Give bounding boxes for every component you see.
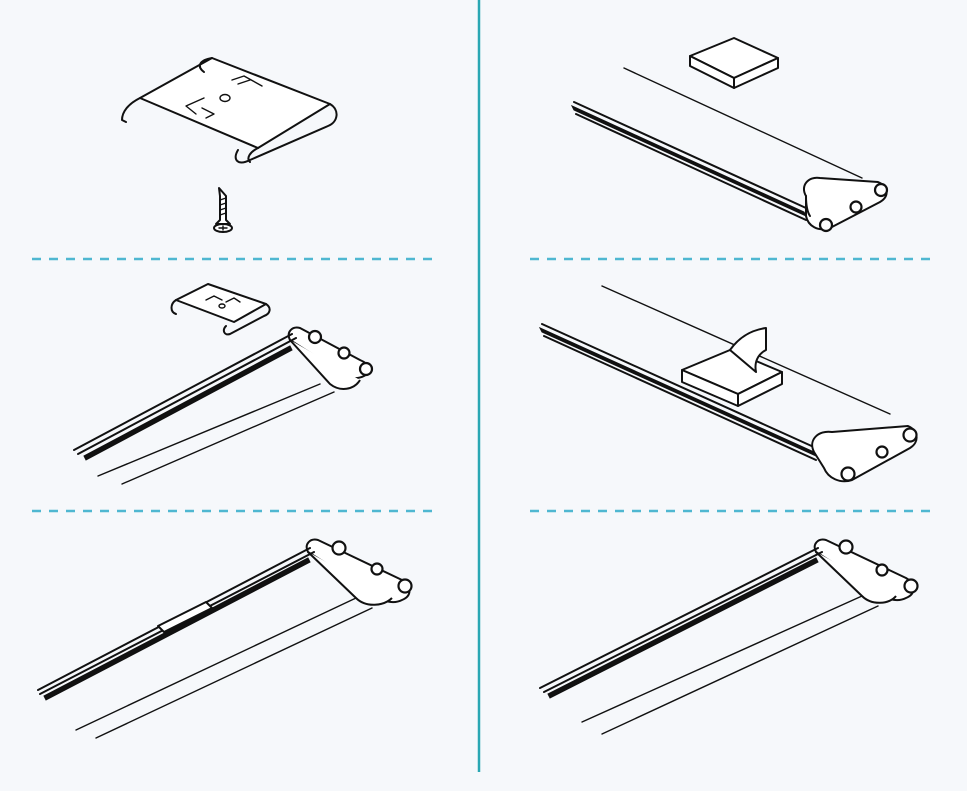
step-right-3 xyxy=(539,538,919,735)
light-bar-icon xyxy=(73,326,374,485)
step-right-1 xyxy=(570,37,889,233)
dashed-dividers xyxy=(32,257,930,513)
countersunk-screw-icon xyxy=(213,187,233,233)
step-right-2 xyxy=(538,285,918,483)
step-left-3 xyxy=(37,538,413,739)
light-bar-icon xyxy=(570,67,889,233)
light-bar-icon xyxy=(539,538,919,735)
step-left-1 xyxy=(121,57,338,233)
adhesive-pad-icon xyxy=(681,327,783,407)
adhesive-pad-icon xyxy=(689,37,779,89)
step-left-2 xyxy=(73,283,374,485)
light-bar-icon xyxy=(538,285,918,483)
mounting-clip-icon xyxy=(121,57,338,164)
mounting-clip-icon xyxy=(170,283,271,336)
light-bar-icon xyxy=(37,538,413,739)
